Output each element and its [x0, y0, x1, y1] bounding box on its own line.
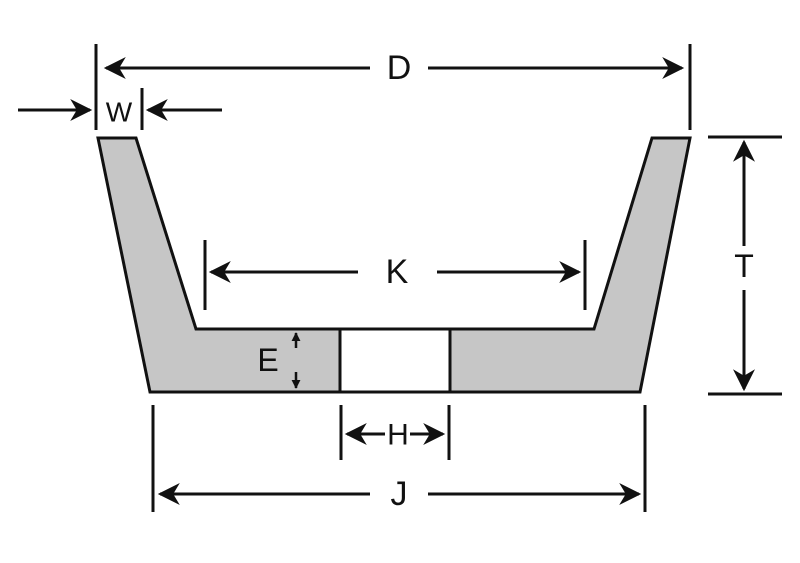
dimension-t: T	[708, 135, 782, 396]
dimension-k-label: K	[386, 253, 409, 291]
bore-opening	[338, 327, 452, 394]
wheel-section-right	[448, 136, 692, 394]
dimension-e: E	[257, 332, 301, 389]
dimension-h: H	[339, 405, 451, 460]
dimension-w: W	[18, 88, 222, 130]
wheel-section-left	[96, 136, 342, 394]
dimension-k: K	[203, 240, 587, 310]
dimension-t-label: T	[734, 248, 754, 284]
dimension-d-label: D	[387, 49, 412, 87]
dimension-h-label: H	[387, 419, 409, 452]
dimension-e-label: E	[257, 342, 278, 378]
dimension-j-label: J	[391, 475, 408, 513]
dimension-w-label: W	[106, 97, 133, 128]
dimension-j: J	[151, 405, 647, 513]
dimension-d: D	[94, 44, 692, 130]
